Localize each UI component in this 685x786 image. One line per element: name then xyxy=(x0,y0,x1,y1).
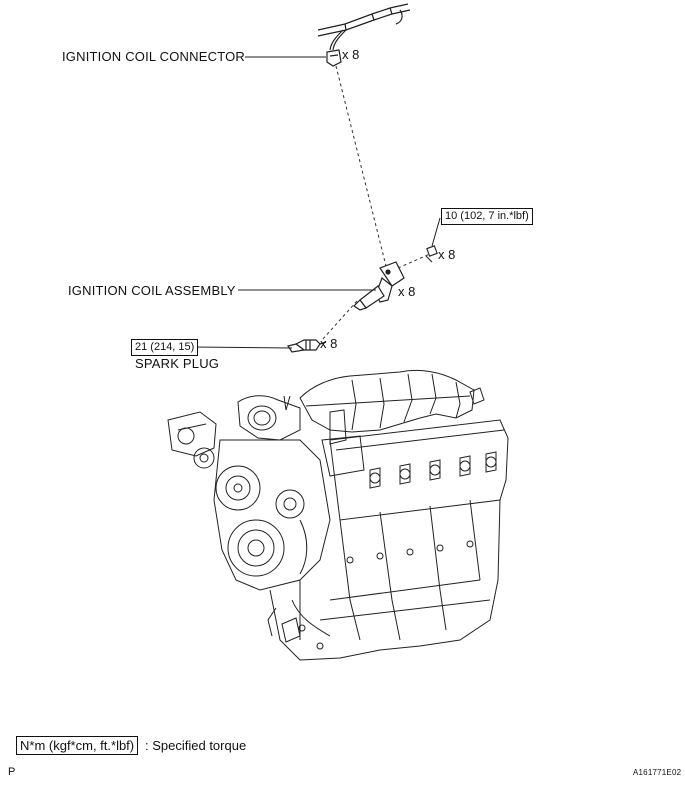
torque-legend-text: : Specified torque xyxy=(145,738,247,753)
bolt-quantity: x 8 xyxy=(438,247,456,262)
assembly-axis-lines xyxy=(321,65,433,341)
plug-quantity: x 8 xyxy=(320,336,338,351)
footer-left-marker: P xyxy=(8,766,16,778)
spark-plug-torque-value: 21 (214, 15) xyxy=(131,339,199,356)
coil-bolt-part xyxy=(425,245,438,263)
bolt-torque-leader xyxy=(431,217,441,247)
bolt-torque-value: 10 (102, 7 in.*lbf) xyxy=(441,208,533,225)
torque-legend-box: N*m (kgf*cm, ft.*lbf) xyxy=(16,736,139,755)
wire-harness xyxy=(317,3,411,51)
ignition-coil-connector-label: IGNITION COIL CONNECTOR xyxy=(62,49,246,64)
ignition-coil-assembly-label: IGNITION COIL ASSEMBLY xyxy=(68,283,236,298)
spark-plug-part xyxy=(287,339,327,353)
engine-block-drawing xyxy=(167,369,509,661)
coil-quantity: x 8 xyxy=(398,284,416,299)
ignition-coil-part xyxy=(353,261,405,311)
spark-plug-label: SPARK PLUG xyxy=(135,356,220,371)
ignition-coil-connector-part xyxy=(326,49,342,67)
plug-torque-leader xyxy=(193,346,293,349)
connector-quantity: x 8 xyxy=(342,47,360,62)
figure-code: A161771E02 xyxy=(633,768,682,777)
